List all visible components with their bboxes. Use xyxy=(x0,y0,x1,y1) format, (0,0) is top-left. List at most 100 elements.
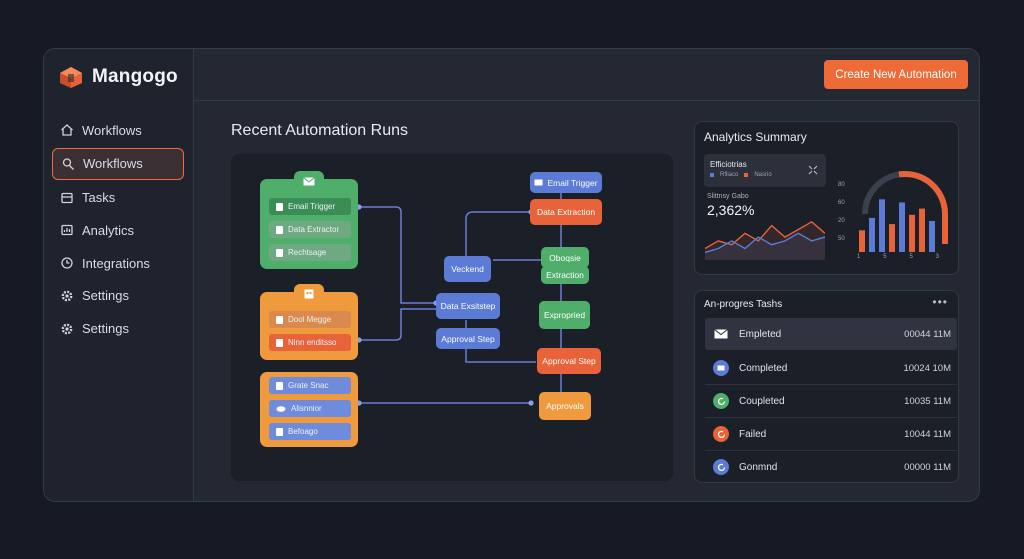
axis-tick: 60 xyxy=(838,200,845,206)
task-label: Failed xyxy=(739,428,767,440)
axis-tick: 80 xyxy=(838,182,845,188)
card-row[interactable]: Grate Snac xyxy=(269,377,351,394)
tasks-panel: An-progres Tashs ••• Empleted 00044 11M … xyxy=(694,290,959,483)
card-row[interactable]: Alisnnior xyxy=(269,400,351,417)
sidebar-nav: Workflows Workflows Tasks Analytics Inte… xyxy=(52,115,184,347)
task-label: Coupleted xyxy=(739,395,785,407)
axis-tick: 3 xyxy=(935,254,939,260)
mail-icon xyxy=(303,176,315,185)
task-label: Empleted xyxy=(739,328,782,340)
task-label: Completed xyxy=(739,362,788,374)
sidebar-item-settings-2[interactable]: Settings xyxy=(52,314,184,344)
node-extraction[interactable]: Extraction xyxy=(541,266,589,284)
sidebar-item-label: Settings xyxy=(82,321,129,337)
refresh-icon xyxy=(713,393,729,409)
card-row[interactable]: Dool Megge xyxy=(269,311,351,328)
legend-label: Nasrio xyxy=(754,172,772,178)
sidebar-item-tasks[interactable]: Tasks xyxy=(52,183,184,213)
node-label: Extraction xyxy=(546,270,584,280)
mail-icon xyxy=(534,179,543,186)
node-label: Veckend xyxy=(451,264,484,274)
node-approval-step-left[interactable]: Approval Step xyxy=(436,328,500,349)
node-data-exstep[interactable]: Data Exsitstep xyxy=(436,293,500,319)
gear-icon xyxy=(61,323,73,335)
card-row-label: Alisnnior xyxy=(291,404,322,413)
page-title: Recent Automation Runs xyxy=(231,122,408,139)
workflow-canvas[interactable]: Email Trigger Data Extractor Rechtsage D… xyxy=(231,154,673,481)
sidebar-item-analytics[interactable]: Analytics xyxy=(52,215,184,245)
task-row[interactable]: Failed 10044 11M xyxy=(705,418,957,451)
sidebar-item-workflows[interactable]: Workflows xyxy=(52,115,184,145)
create-new-automation-button[interactable]: Create New Automation xyxy=(824,60,968,89)
mail-icon xyxy=(713,360,729,376)
card-row-label: Data Extractor xyxy=(288,225,340,234)
card-row[interactable]: Data Extractor xyxy=(269,221,351,238)
node-expropried[interactable]: Expropried xyxy=(539,301,590,329)
sidebar-item-label: Workflows xyxy=(82,122,142,138)
card-row[interactable]: Email Trigger xyxy=(269,198,351,215)
task-row[interactable]: Coupleted 10035 11M xyxy=(705,385,957,418)
bar xyxy=(929,221,935,252)
clock-icon xyxy=(61,257,73,269)
expand-icon[interactable] xyxy=(808,165,818,175)
workflow-card-green[interactable]: Email Trigger Data Extractor Rechtsage xyxy=(260,171,358,269)
card-row[interactable]: Ninn enditsso xyxy=(269,334,351,351)
workflow-card-orange[interactable]: Dool Megge Ninn enditsso xyxy=(260,284,358,360)
card-row[interactable]: Rechtsage xyxy=(269,244,351,261)
line-series-blue xyxy=(705,232,825,254)
stat-label: Slittnsy Gabo xyxy=(707,193,749,200)
node-veckend[interactable]: Veckend xyxy=(444,256,491,282)
analytics-title: Analytics Summary xyxy=(704,130,807,144)
brand[interactable]: Mangogo xyxy=(58,65,178,89)
node-label: Approvals xyxy=(546,401,584,411)
card-row[interactable]: Befoago xyxy=(269,423,351,440)
task-row[interactable]: Empleted 00044 11M xyxy=(705,318,957,350)
refresh-icon xyxy=(713,426,729,442)
node-email-trigger[interactable]: Email Trigger xyxy=(530,172,602,193)
sidebar-item-label: Integrations xyxy=(82,255,150,271)
sidebar-item-integrations[interactable]: Integrations xyxy=(52,248,184,278)
legend: Rfliaco Nasrio xyxy=(710,172,772,178)
file-icon xyxy=(276,248,283,257)
task-row[interactable]: Completed 10024 10M xyxy=(705,352,957,385)
card-row-label: Dool Megge xyxy=(288,315,332,324)
sidebar-item-settings[interactable]: Settings xyxy=(52,281,184,311)
axis-tick: 50 xyxy=(838,236,845,242)
app-window: Mangogo Workflows Workflows Tasks Analyt… xyxy=(43,48,980,502)
node-label: Oboqsie xyxy=(549,252,581,263)
card-tab xyxy=(294,171,324,191)
bar xyxy=(909,214,915,252)
node-approval-step-right[interactable]: Approval Step xyxy=(537,348,601,374)
task-row[interactable]: Gonmnd 00000 11M xyxy=(705,451,957,483)
gauge-fill xyxy=(898,170,949,244)
home-icon xyxy=(61,124,73,136)
bar xyxy=(919,208,925,252)
node-data-extraction[interactable]: Data Extraction xyxy=(530,199,602,225)
task-time: 00000 11M xyxy=(904,461,951,473)
node-approvals[interactable]: Approvals xyxy=(539,392,591,420)
bar xyxy=(899,202,905,252)
refresh-icon xyxy=(713,459,729,475)
cloud-icon xyxy=(276,406,286,412)
line-series-orange xyxy=(705,220,825,250)
legend-swatch xyxy=(744,173,749,177)
bar xyxy=(859,230,865,252)
node-label: Expropried xyxy=(543,310,586,320)
sidebar-item-label: Tasks xyxy=(82,190,116,206)
sidebar-item-workflows-active[interactable]: Workflows xyxy=(52,147,184,180)
workflow-card-blue[interactable]: Grate Snac Alisnnior Befoago xyxy=(260,372,358,447)
more-horizontal-icon[interactable]: ••• xyxy=(932,295,948,309)
legend-label: Rfliaco xyxy=(720,172,739,178)
task-time: 10024 10M xyxy=(903,362,951,374)
efficiency-card[interactable]: Efficiotrias Rfliaco Nasrio xyxy=(704,154,826,187)
card-row-label: Email Trigger xyxy=(288,202,336,211)
node-oboqsie[interactable]: Oboqsie xyxy=(541,247,589,268)
task-time: 10035 11M xyxy=(904,395,951,407)
line-area-blue xyxy=(705,233,825,260)
sidebar-item-label: Analytics xyxy=(82,222,135,238)
user-icon xyxy=(62,158,74,170)
node-label: Email Trigger xyxy=(547,177,598,188)
task-label: Gonmnd xyxy=(739,461,778,473)
mail-icon xyxy=(713,326,729,342)
stat-value: 2,362% xyxy=(707,202,755,218)
